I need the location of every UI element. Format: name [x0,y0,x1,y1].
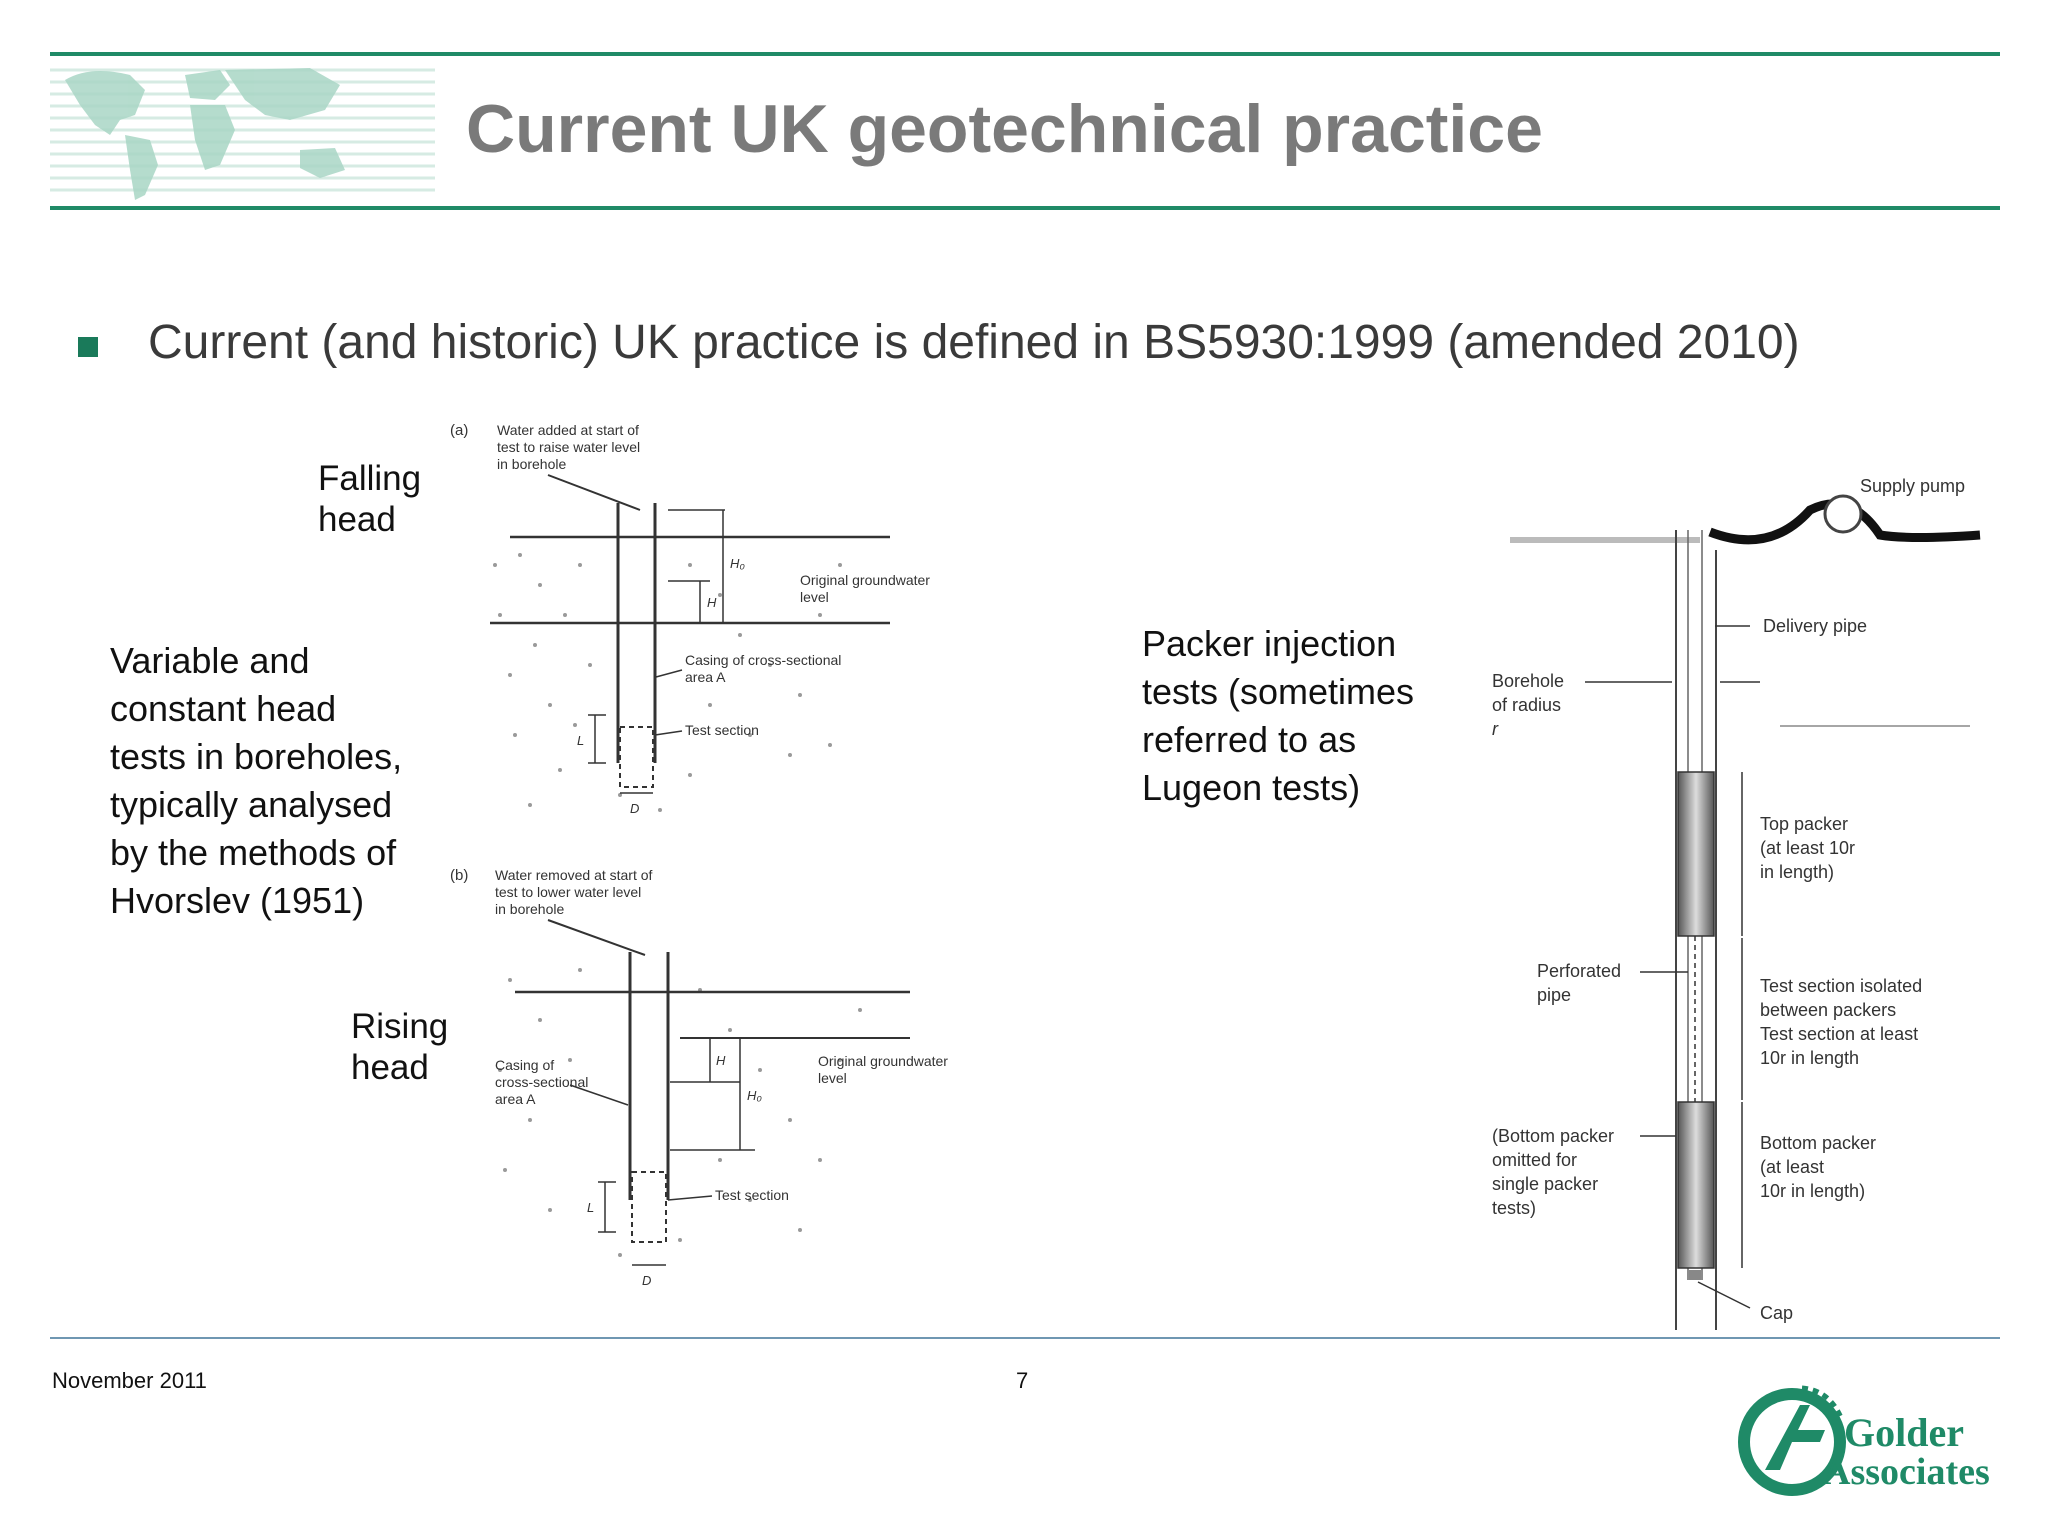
panel-label-a: (a) [450,422,468,439]
svg-text:Top packer: Top packer [1760,814,1848,834]
svg-text:Casing of cross-sectional: Casing of cross-sectional [685,652,841,668]
svg-text:tests): tests) [1492,1198,1536,1218]
svg-text:single packer: single packer [1492,1174,1598,1194]
svg-text:Delivery pipe: Delivery pipe [1763,616,1867,636]
svg-text:Supply pump: Supply pump [1860,476,1965,496]
svg-text:L: L [577,733,584,748]
svg-text:10r in length): 10r in length) [1760,1181,1865,1201]
svg-text:r: r [1492,719,1499,739]
footer-date: November 2011 [52,1368,207,1393]
svg-text:D: D [642,1273,651,1288]
svg-text:Test section: Test section [685,722,759,738]
svg-text:in length): in length) [1760,862,1834,882]
svg-text:D: D [630,801,639,816]
world-map-icon [50,68,435,200]
bullet-text: Current (and historic) UK practice is de… [148,316,1800,369]
svg-text:Water removed at start of: Water removed at start of [495,867,653,883]
footer-rule [50,1337,2000,1339]
svg-text:level: level [818,1070,847,1086]
rising-head-diagram: (b) Water removed at start of test to lo… [450,867,948,1288]
top-packer [1677,771,1715,937]
svg-text:Test section at least: Test section at least [1760,1024,1918,1044]
svg-text:between packers: between packers [1760,1000,1896,1020]
falling-head-diagram: (a) Water added at start of test to rais… [450,422,930,816]
svg-text:cross-sectional: cross-sectional [495,1074,588,1090]
svg-text:Borehole: Borehole [1492,671,1564,691]
svg-text:pipe: pipe [1537,985,1571,1005]
svg-text:Water added at start of: Water added at start of [497,422,639,438]
bottom-packer [1677,1101,1715,1269]
svg-text:Original groundwater: Original groundwater [818,1053,948,1069]
svg-text:Golder: Golder [1844,1410,1964,1455]
svg-text:area A: area A [685,669,726,685]
header-top-rule [50,52,2000,56]
svg-text:Casing of: Casing of [495,1057,554,1073]
svg-text:(at least 10r: (at least 10r [1760,838,1855,858]
panel-label-b: (b) [450,867,468,884]
svg-text:Bottom packer: Bottom packer [1760,1133,1876,1153]
svg-text:(Bottom packer: (Bottom packer [1492,1126,1614,1146]
svg-text:omitted for: omitted for [1492,1150,1577,1170]
golder-associates-logo: Golder Associates [1738,1385,1990,1496]
svg-text:area A: area A [495,1091,536,1107]
svg-text:Test section isolated: Test section isolated [1760,976,1922,996]
svg-text:(at least: (at least [1760,1157,1824,1177]
svg-text:Associates: Associates [1823,1451,1990,1493]
svg-text:H₀: H₀ [730,556,745,571]
svg-text:Perforated: Perforated [1537,961,1621,981]
svg-text:10r in length: 10r in length [1760,1048,1859,1068]
svg-text:H₀: H₀ [747,1088,762,1103]
svg-text:in borehole: in borehole [497,456,566,472]
svg-text:test to raise water level: test to raise water level [497,439,640,455]
svg-text:H: H [716,1053,726,1068]
svg-text:in borehole: in borehole [495,901,564,917]
svg-text:of radius: of radius [1492,695,1561,715]
svg-text:H: H [707,595,717,610]
header-bottom-rule [50,206,2000,210]
bullet-square-icon [78,337,98,357]
svg-text:level: level [800,589,829,605]
svg-text:Test section: Test section [715,1187,789,1203]
packer-test-diagram: Supply pump Delivery pipe Borehole of ra… [1492,476,1981,1330]
page-number: 7 [1016,1368,1029,1393]
svg-text:test to lower water level: test to lower water level [495,884,641,900]
svg-text:Original groundwater: Original groundwater [800,572,930,588]
svg-text:L: L [587,1200,594,1215]
svg-text:Cap: Cap [1760,1303,1793,1323]
page-title: Current UK geotechnical practice [466,91,1543,167]
